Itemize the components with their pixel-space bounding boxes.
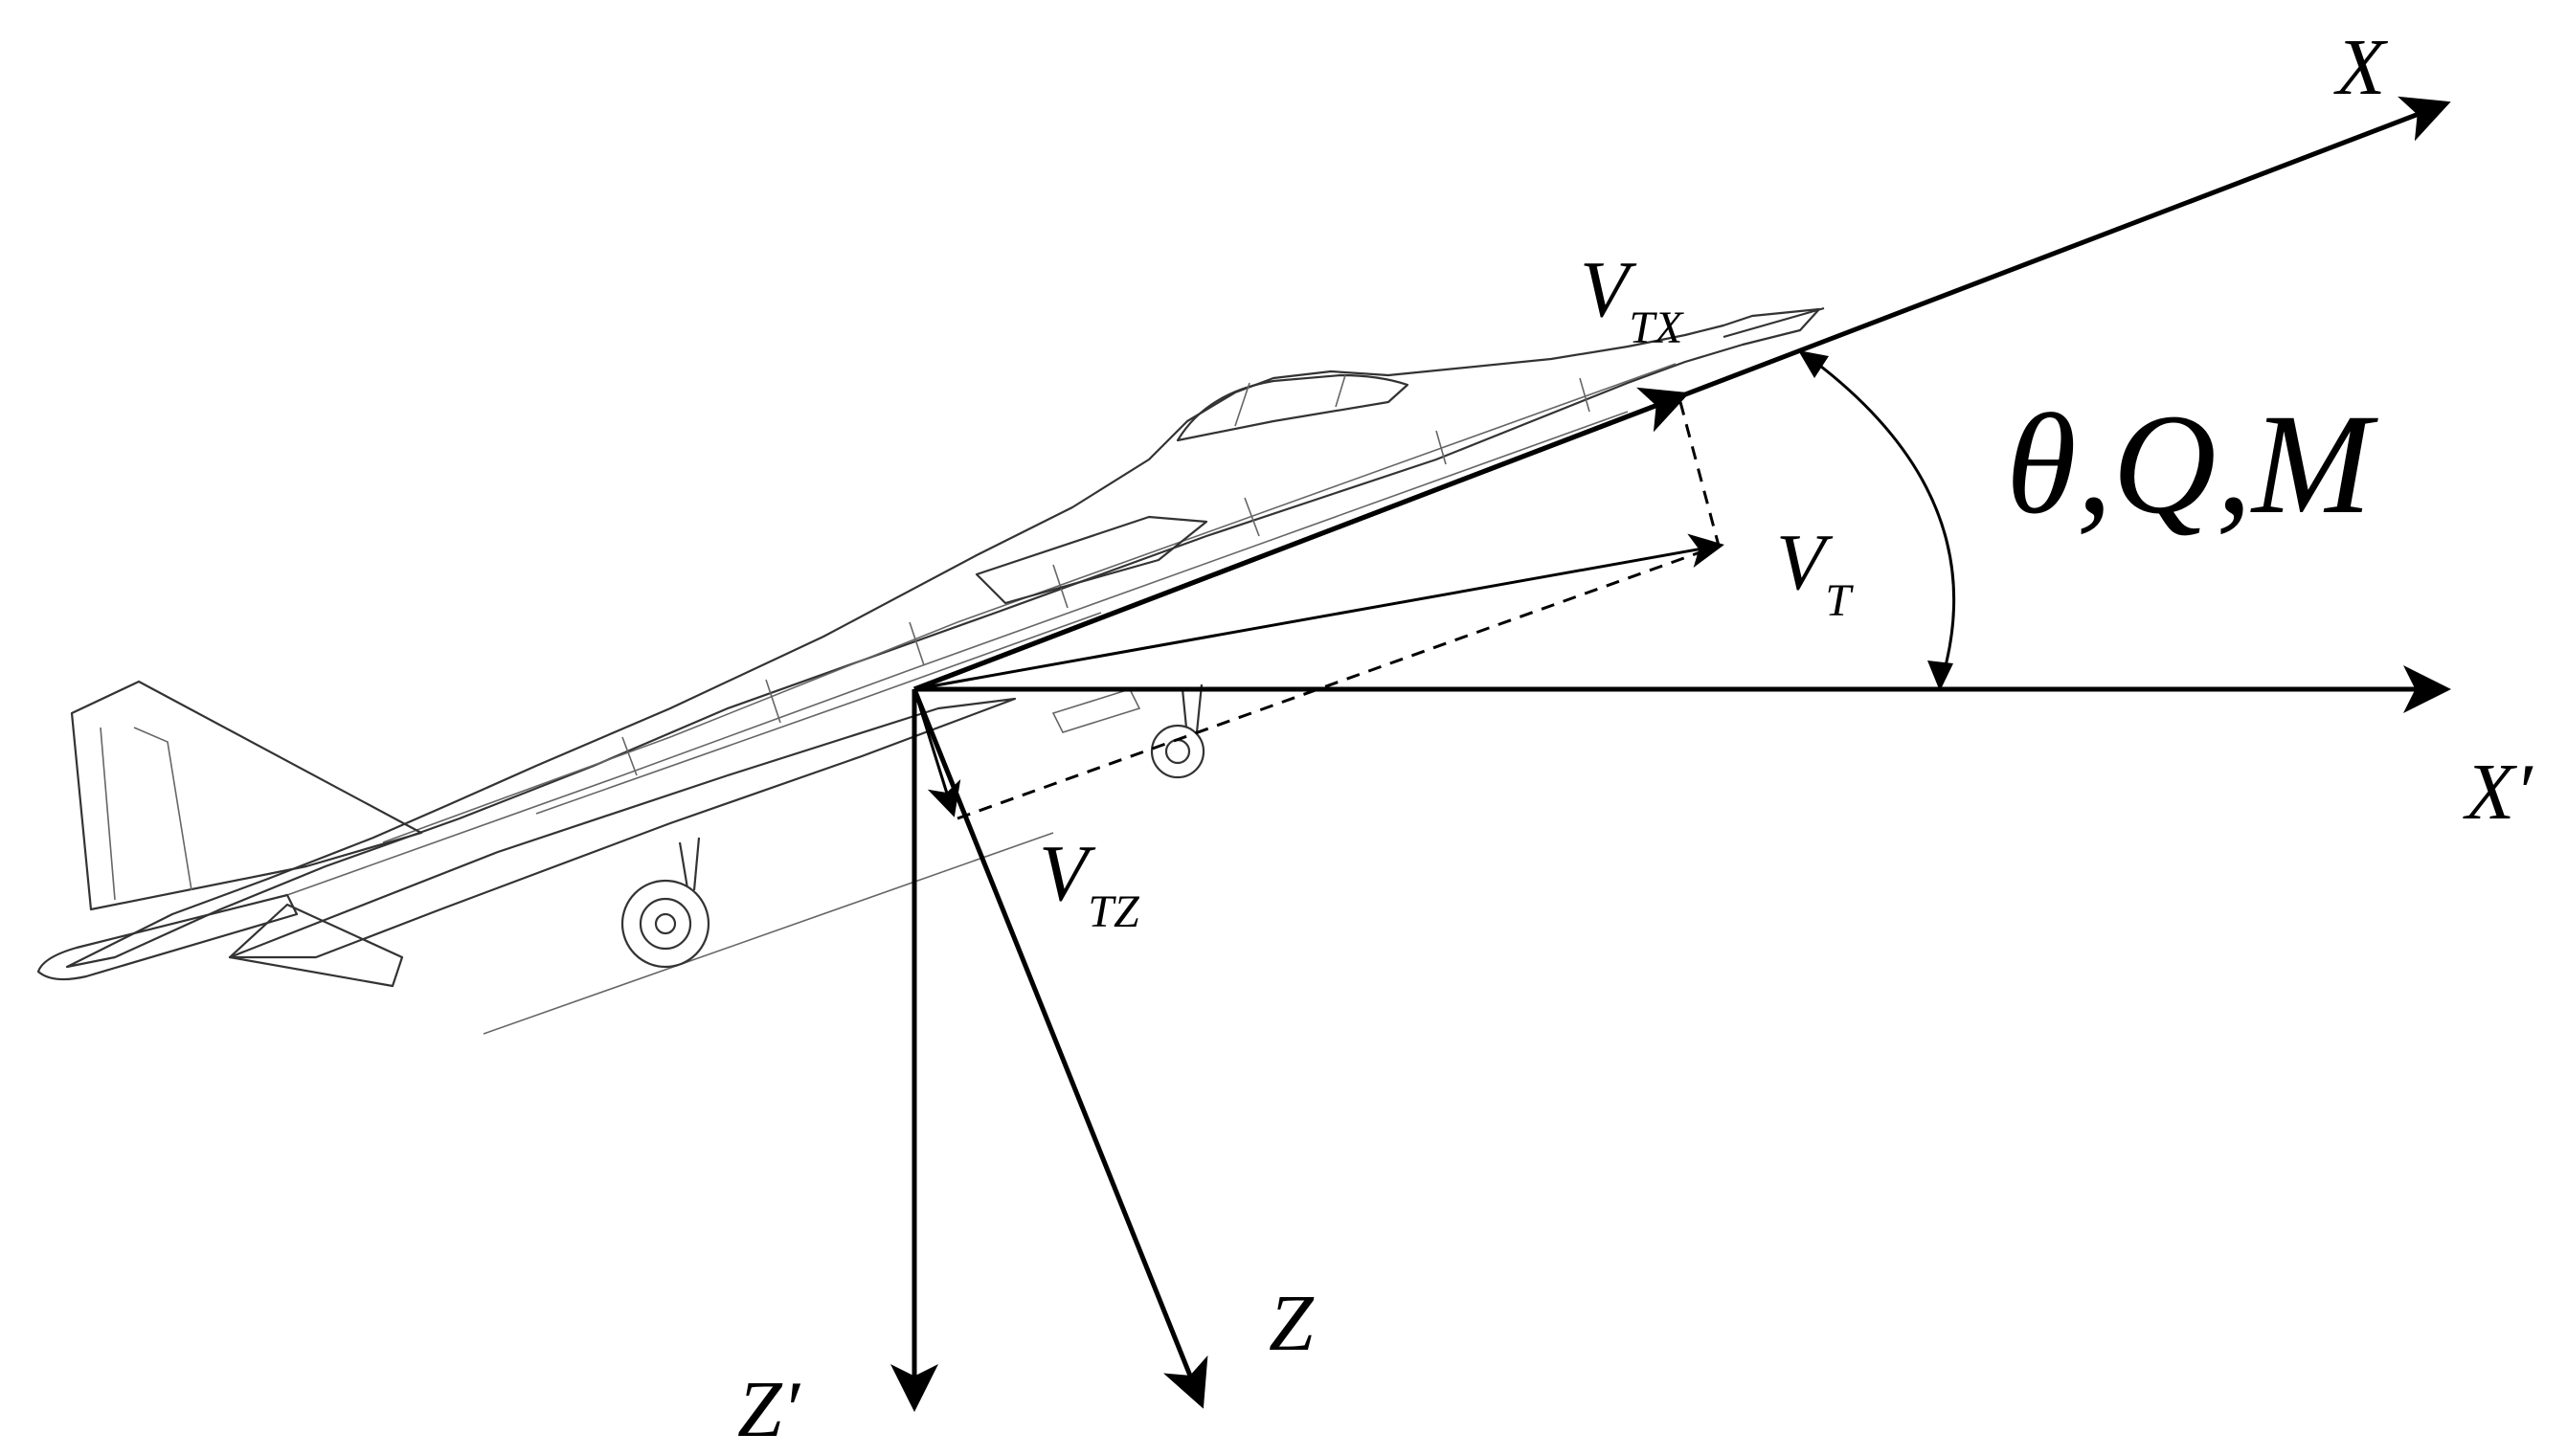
coordinate-axes	[890, 96, 2451, 1412]
aircraft-sketch	[36, 306, 1825, 1035]
air-intake	[975, 515, 1208, 605]
pitch-angle-arc	[1798, 350, 1956, 691]
theta-arc-arrowhead-top	[1798, 350, 1829, 378]
angle-label: θ,Q,M	[2006, 385, 2378, 544]
v-t-label: VT	[1776, 518, 1854, 626]
z-prime-axis-label: Z′	[737, 1365, 801, 1454]
nose-landing-gear	[1150, 683, 1205, 779]
x-prime-axis-label: X′	[2463, 748, 2533, 837]
v-t-vector	[913, 533, 1724, 691]
axis-labels: X X′ Z Z′ VTX VT VTZ θ,Q,M	[737, 23, 2533, 1454]
v-tx-projection	[1678, 401, 1721, 547]
v-tz-vector	[912, 688, 961, 818]
v-tx-vector	[913, 387, 1690, 692]
v-tz-projection	[957, 544, 1720, 820]
wing-underside	[228, 697, 1017, 959]
ground-line	[483, 832, 1054, 1035]
v-tx-label: VTX	[1580, 245, 1684, 353]
canopy	[1176, 373, 1409, 442]
v-tz-label: VTZ	[1039, 829, 1140, 937]
z-axis-line	[912, 688, 1208, 1409]
main-landing-gear	[620, 837, 710, 969]
velocity-vectors	[912, 387, 1724, 820]
z-axis-label: Z	[1269, 1279, 1315, 1368]
pitot-probe	[1723, 306, 1825, 339]
horizontal-stabilizer	[228, 903, 404, 988]
vertical-tail	[70, 680, 423, 911]
x-axis-label: X	[2333, 23, 2389, 112]
theta-arc-arrowhead-bottom	[1927, 661, 1953, 691]
fuselage-outline	[65, 307, 1821, 969]
drop-tank	[36, 893, 299, 981]
theta-arc	[1804, 352, 1956, 690]
